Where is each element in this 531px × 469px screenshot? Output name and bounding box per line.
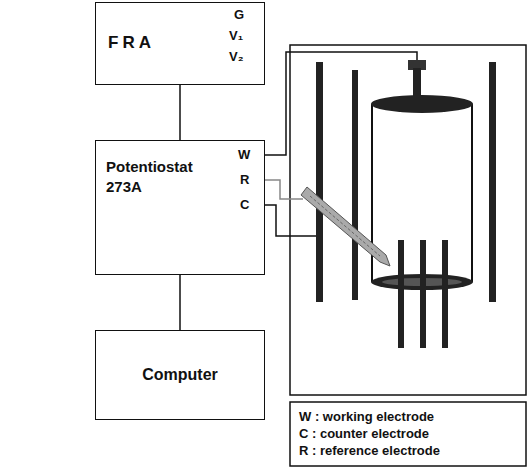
reference-electrode xyxy=(301,187,390,266)
rod xyxy=(442,240,448,348)
counter-plate xyxy=(316,62,323,302)
terminal-label: V₂ xyxy=(229,49,243,64)
cable xyxy=(179,275,181,330)
wire-counter xyxy=(263,205,317,236)
box-title: Computer xyxy=(142,365,218,386)
reference-electrode-hatch xyxy=(310,196,380,256)
rod xyxy=(420,240,426,348)
computer-box: Computer xyxy=(95,330,265,420)
wire-reference xyxy=(263,180,304,199)
legend-entry: C : counter electrode xyxy=(299,426,429,442)
terminal-label: G xyxy=(234,7,244,22)
legend-text: W : working electrode xyxy=(299,409,434,424)
terminal-label: R xyxy=(240,172,249,187)
wire-working xyxy=(263,52,418,155)
counter-plate xyxy=(352,70,358,300)
box-title: Potentiostat 273A xyxy=(106,157,214,196)
counter-plate xyxy=(489,62,496,302)
cell-frame xyxy=(290,45,526,395)
cylinder-wall xyxy=(471,104,473,282)
legend-entry: W : working electrode xyxy=(299,409,434,425)
terminal-label: C xyxy=(240,197,249,212)
rod xyxy=(398,240,404,348)
legend-text: R : reference electrode xyxy=(299,443,440,458)
legend-entry: R : reference electrode xyxy=(299,443,440,459)
legend-box xyxy=(290,402,526,466)
cable xyxy=(179,85,181,140)
working-electrode xyxy=(413,68,421,102)
terminal-label: W xyxy=(238,147,250,162)
legend-text: C : counter electrode xyxy=(299,426,429,441)
box-title: FRA xyxy=(108,32,155,54)
top-disk xyxy=(371,95,473,113)
terminal-label: V₁ xyxy=(229,28,243,43)
